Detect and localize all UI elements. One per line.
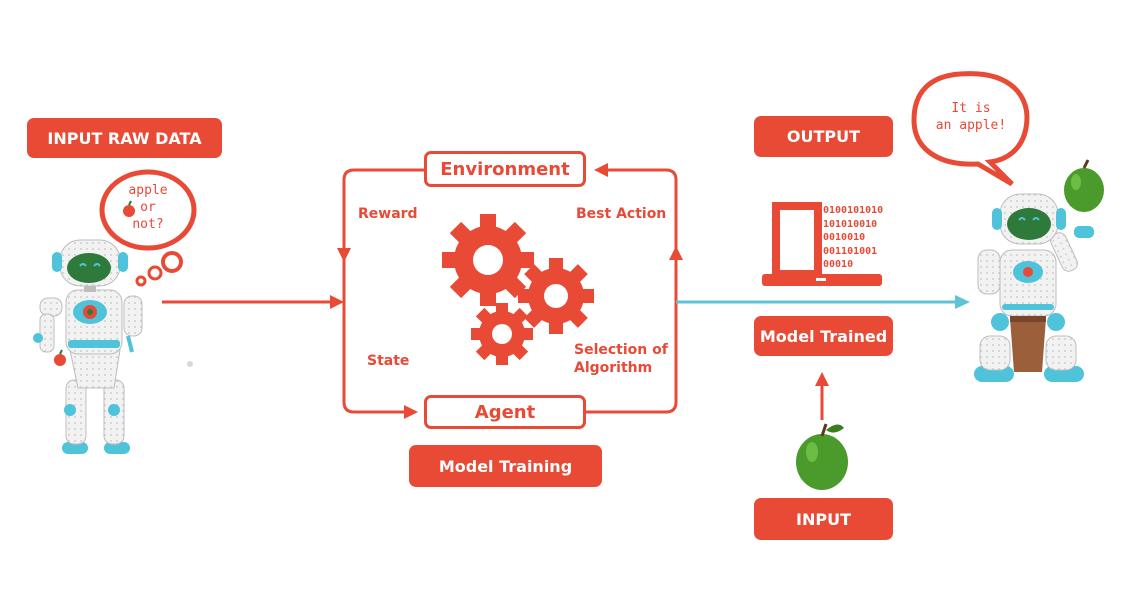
input-up-arrow xyxy=(815,372,829,420)
selection-line-2: Algorithm xyxy=(574,360,653,376)
output-flow-arrow xyxy=(676,295,970,309)
input-arrow xyxy=(162,295,344,309)
input-raw-data-label: INPUT RAW DATA xyxy=(27,118,222,158)
right-speech-bubble xyxy=(911,71,1030,187)
binary-line-3: 0010010 xyxy=(823,232,866,243)
left-bubble-line-3: not? xyxy=(132,217,164,232)
state-label: State xyxy=(367,353,410,369)
binary-line-2: 101010010 xyxy=(823,218,878,230)
binary-data: 0100101010 101010010 0010010 001101001 0… xyxy=(823,204,883,272)
best-action-label: Best Action xyxy=(576,206,667,222)
input-label: INPUT xyxy=(754,498,893,540)
left-robot-illustration xyxy=(33,239,143,454)
selection-of-algorithm-label: Selection of Algorithm xyxy=(574,341,668,377)
left-bubble-text: apple or not? xyxy=(108,182,188,233)
gears-icon xyxy=(442,214,594,365)
laptop-icon xyxy=(762,202,882,286)
right-bubble-line-1: It is xyxy=(951,101,991,116)
agent-box: Agent xyxy=(424,395,586,429)
right-bubble-line-2: an apple! xyxy=(935,118,1007,133)
binary-line-1: 0100101010 xyxy=(823,205,884,216)
model-trained-label: Model Trained xyxy=(754,316,893,356)
apple-icon xyxy=(796,423,848,490)
rl-cycle-loop xyxy=(337,163,683,419)
stray-dot xyxy=(187,361,193,367)
right-bubble-text: It is an apple! xyxy=(924,100,1018,134)
left-bubble-line-2: or xyxy=(140,200,156,215)
output-label: OUTPUT xyxy=(754,116,893,157)
selection-line-1: Selection of xyxy=(574,342,668,358)
environment-box: Environment xyxy=(424,151,586,187)
binary-line-5: 00010 xyxy=(823,259,854,270)
binary-line-4: 001101001 xyxy=(823,245,878,257)
right-robot-illustration xyxy=(974,159,1104,382)
left-thought-bubble xyxy=(99,169,197,287)
reward-label: Reward xyxy=(358,206,418,222)
left-bubble-line-1: apple xyxy=(128,183,168,198)
model-training-label: Model Training xyxy=(409,445,602,487)
